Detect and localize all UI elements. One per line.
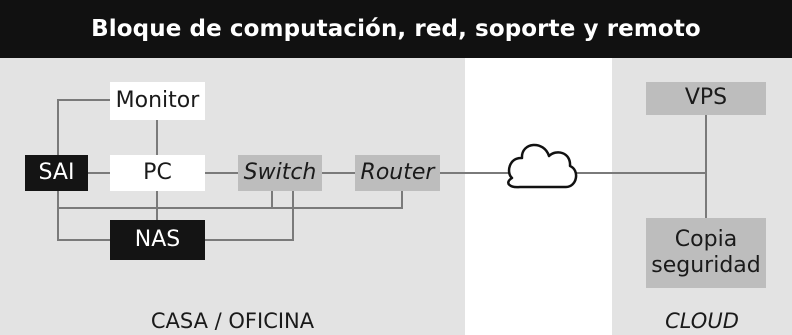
home-office-zone: [0, 58, 465, 335]
nas-label: NAS: [134, 226, 181, 252]
backup-label-line1: Copia: [674, 226, 738, 252]
vps-node: VPS: [646, 82, 766, 115]
monitor-node: Monitor: [110, 82, 205, 120]
home-office-zone-label: CASA / OFICINA: [150, 309, 315, 333]
backup-label-line2: seguridad: [651, 253, 761, 278]
vps-label: VPS: [684, 85, 728, 111]
page-title: Bloque de computación, red, soporte y re…: [91, 16, 701, 42]
router-label: Router: [360, 159, 435, 185]
switch-node: Switch: [238, 155, 322, 191]
sai-node: SAI: [25, 155, 88, 191]
sai-nas-line: [57, 191, 110, 241]
switch-label: Switch: [243, 159, 317, 185]
sai-label: SAI: [38, 159, 75, 185]
monitor-label: Monitor: [115, 87, 200, 113]
cloud-zone-label: CLOUD: [665, 309, 739, 333]
cloud-icon: [507, 143, 578, 189]
sai-monitor-line: [57, 99, 110, 155]
pc-node: PC: [110, 155, 205, 191]
router-node: Router: [355, 155, 440, 191]
nas-node: NAS: [110, 220, 205, 260]
backup-node: Copia seguridad: [646, 218, 766, 288]
switch-nas-line: [205, 191, 294, 241]
page-header: Bloque de computación, red, soporte y re…: [0, 0, 792, 58]
lan-bus-line: [58, 191, 403, 209]
pc-label: PC: [143, 159, 172, 185]
